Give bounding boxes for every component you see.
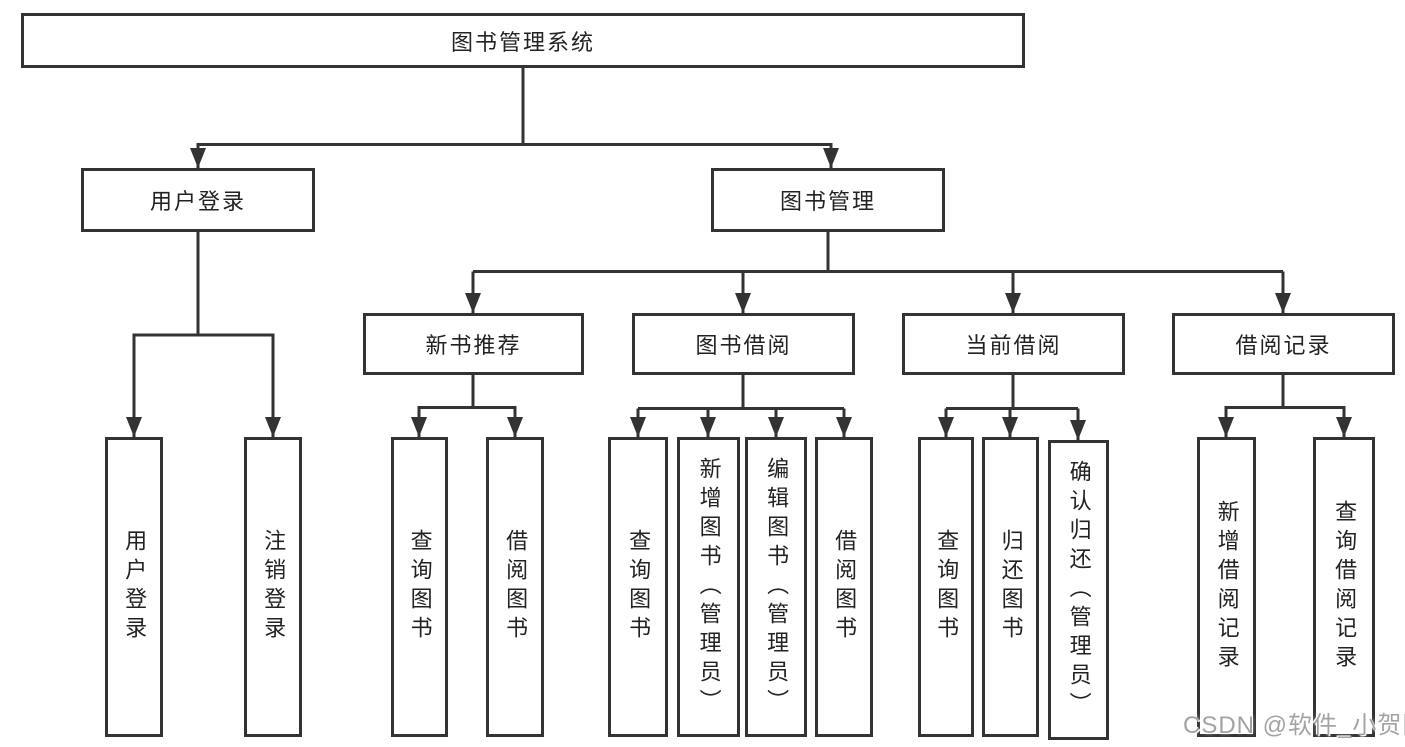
- leaf-query-book-3: 查询图书: [918, 437, 974, 737]
- node-user-login: 用户登录: [81, 168, 315, 232]
- leaf-edit-book-admin: 编辑图书（管理员）: [745, 437, 807, 737]
- leaf-query-book-2: 查询图书: [608, 437, 668, 737]
- leaf-query-borrow-record: 查询借阅记录: [1313, 437, 1375, 737]
- node-current-borrow-label: 当前借阅: [965, 333, 1062, 358]
- leaf-add-borrow-record-label: 新增借阅记录: [1214, 500, 1240, 674]
- node-book-management: 图书管理: [711, 168, 945, 232]
- leaf-query-book-1-label: 查询图书: [407, 529, 433, 645]
- node-book-borrow-label: 图书借阅: [695, 333, 792, 358]
- leaf-add-borrow-record: 新增借阅记录: [1197, 437, 1256, 737]
- node-root-system: 图书管理系统: [21, 13, 1025, 68]
- node-borrow-record-label: 借阅记录: [1235, 333, 1332, 358]
- leaf-confirm-return-admin: 确认归还（管理员）: [1048, 440, 1109, 740]
- leaf-add-book-admin: 新增图书（管理员）: [677, 437, 740, 737]
- node-borrow-record: 借阅记录: [1172, 313, 1395, 375]
- node-user-login-label: 用户登录: [149, 189, 246, 214]
- leaf-edit-book-admin-label: 编辑图书（管理员）: [764, 456, 790, 718]
- leaf-return-book: 归还图书: [982, 437, 1039, 737]
- leaf-query-book-2-label: 查询图书: [626, 529, 652, 645]
- node-root-label: 图书管理系统: [450, 29, 595, 55]
- leaf-return-book-label: 归还图书: [998, 529, 1024, 645]
- node-book-borrow: 图书借阅: [632, 313, 855, 375]
- node-book-management-label: 图书管理: [779, 189, 876, 214]
- csdn-watermark: CSDN @软件_小贺同学: [1183, 712, 1405, 739]
- leaf-borrow-book-2-label: 借阅图书: [832, 529, 858, 645]
- leaf-query-book-3-label: 查询图书: [934, 529, 960, 645]
- leaf-borrow-book-1-label: 借阅图书: [503, 529, 529, 645]
- node-new-book-recommend: 新书推荐: [363, 313, 584, 375]
- leaf-borrow-book-2: 借阅图书: [815, 437, 873, 737]
- leaf-user-login-label: 用户登录: [122, 529, 148, 645]
- node-current-borrow: 当前借阅: [902, 313, 1125, 375]
- leaf-user-login: 用户登录: [105, 437, 163, 737]
- leaf-logout-label: 注销登录: [261, 529, 287, 645]
- leaf-query-book-1: 查询图书: [391, 437, 448, 737]
- node-new-book-recommend-label: 新书推荐: [425, 333, 522, 358]
- leaf-query-borrow-record-label: 查询借阅记录: [1332, 500, 1358, 674]
- leaf-confirm-return-admin-label: 确认归还（管理员）: [1066, 459, 1092, 721]
- leaf-borrow-book-1: 借阅图书: [486, 437, 544, 737]
- leaf-add-book-admin-label: 新增图书（管理员）: [696, 456, 722, 718]
- leaf-logout: 注销登录: [244, 437, 302, 737]
